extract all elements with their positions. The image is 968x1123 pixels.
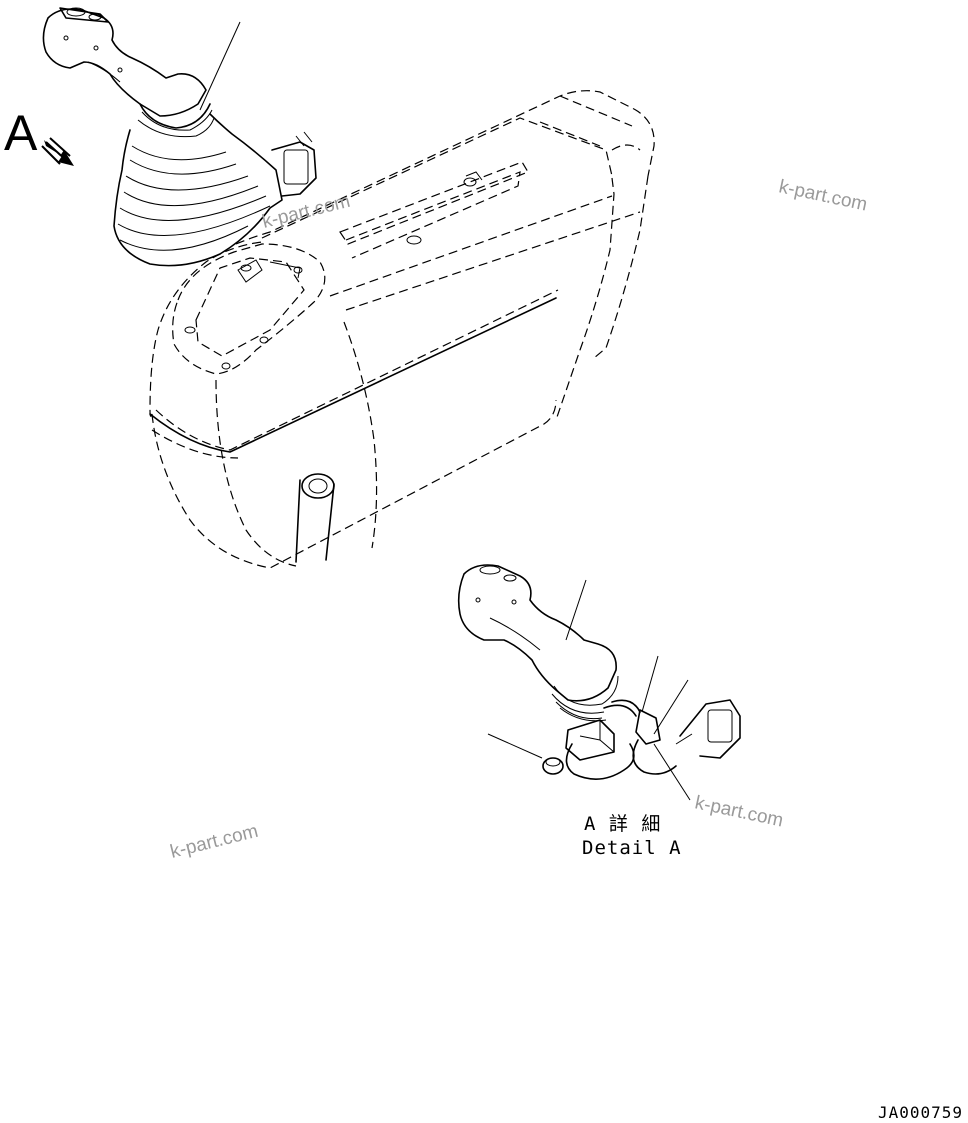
drawing-code: JA000759 [878,1103,963,1122]
view-direction-arrow-icon [41,137,74,166]
detail-a-label-en: Detail A [582,837,682,859]
detail-a-label-ja: A 詳 細 [584,813,661,835]
upper-joystick [42,7,317,267]
detail-a-joystick [457,564,741,801]
watermark: k-part.com [168,821,260,863]
console-box [149,90,655,569]
watermark: k-part.com [260,191,352,233]
watermark: k-part.com [693,792,785,831]
view-a-marker: A [4,105,74,166]
view-a-letter: A [4,105,38,161]
watermark: k-part.com [777,176,869,215]
